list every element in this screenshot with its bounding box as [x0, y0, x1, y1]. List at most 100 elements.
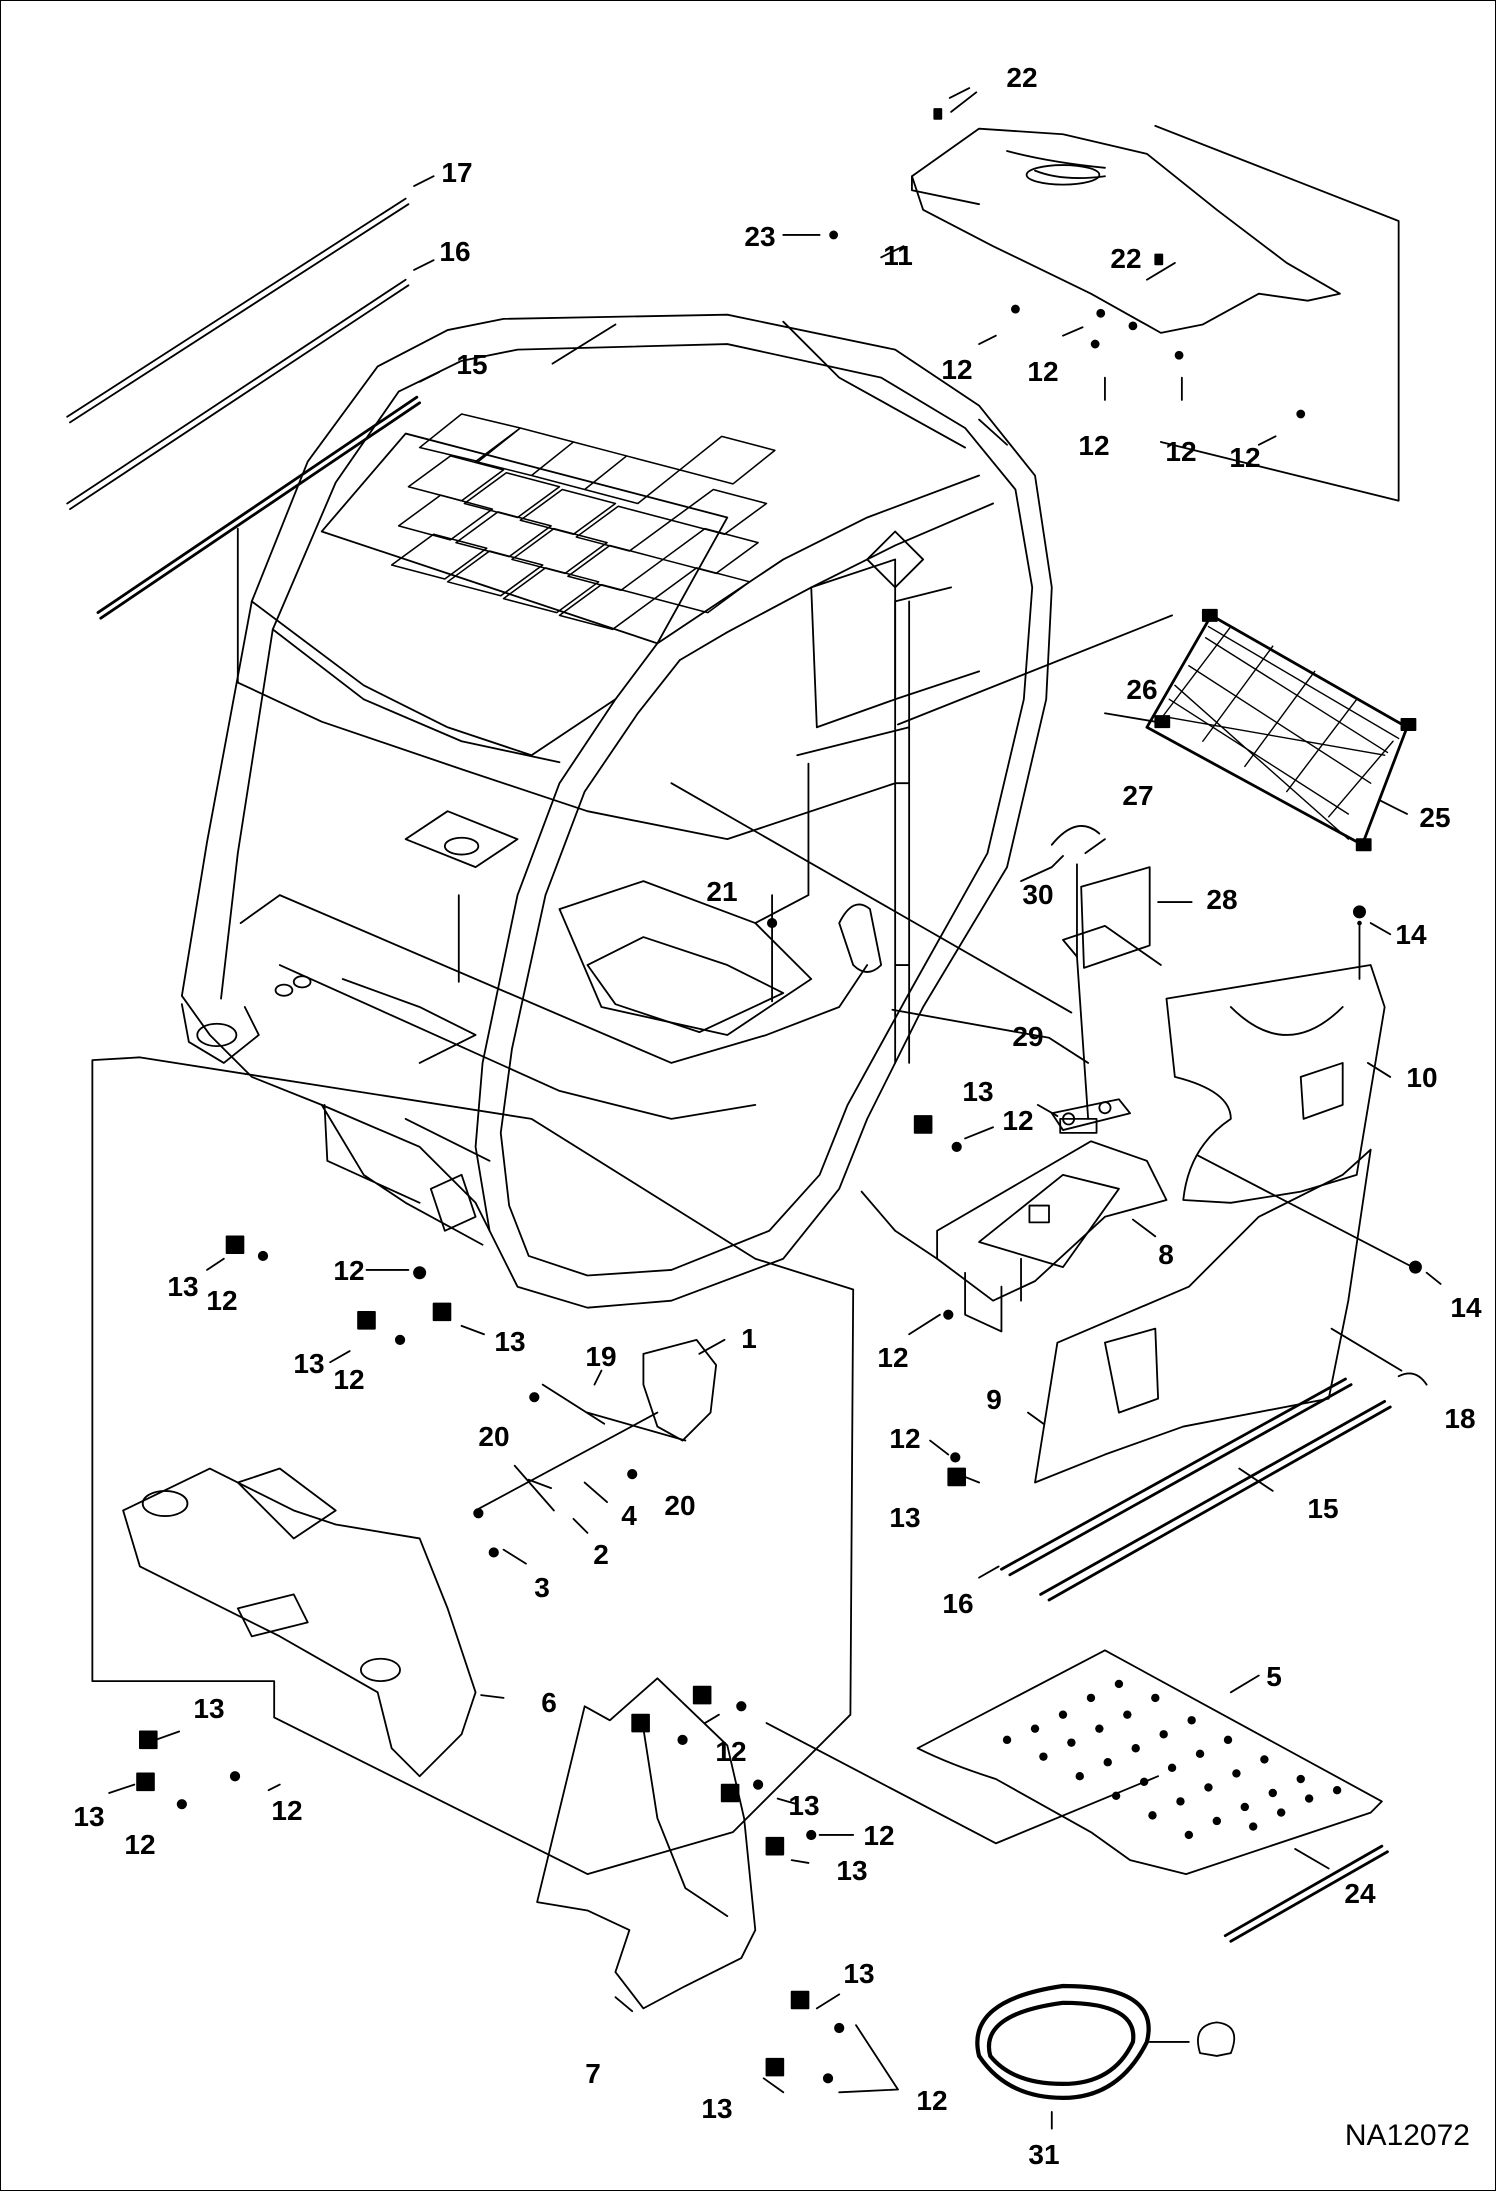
leader-9-18	[1027, 1327, 1428, 1425]
leader-5-24	[765, 1674, 1330, 1870]
console-8	[936, 1117, 1168, 1333]
callout-label-12: 12	[916, 2085, 948, 2116]
callout-label-31: 31	[1028, 2139, 1060, 2170]
cab-frame	[180, 313, 1053, 1309]
leader-7	[614, 1996, 634, 2013]
door-seal-31	[975, 1983, 1151, 2100]
callout-label-18: 18	[1444, 1403, 1476, 1434]
roof-panel-11	[911, 127, 1341, 334]
fasteners-right	[913, 920, 1422, 1487]
callout-label-12: 12	[1002, 1105, 1034, 1136]
leader-15-16	[978, 1467, 1274, 1579]
leader-lines-fasteners	[108, 1257, 899, 2094]
fasteners-left	[136, 1235, 845, 2084]
callout-label-20: 20	[664, 1490, 696, 1521]
rods-15-16-lower	[1000, 1377, 1392, 1602]
callout-label-12: 12	[877, 1342, 909, 1373]
leader-lines-roof	[782, 87, 1277, 446]
seal-24	[1223, 1844, 1389, 1943]
callout-label-10: 10	[1406, 1062, 1438, 1093]
switch-29	[1050, 1098, 1132, 1131]
floor-mat-5	[916, 1649, 1383, 1876]
callout-label-14: 14	[1450, 1292, 1482, 1323]
callout-label-12: 12	[941, 354, 973, 385]
callout-label-13: 13	[836, 1855, 868, 1886]
leader-29	[891, 1008, 1090, 1117]
callout-label-12: 12	[889, 1423, 921, 1454]
callout-label-28: 28	[1206, 884, 1238, 915]
side-panel-7	[536, 1677, 757, 2010]
callout-label-25: 25	[1419, 802, 1451, 833]
callout-label-13: 13	[193, 1693, 225, 1724]
callout-label-1: 1	[741, 1323, 757, 1354]
leader-25-26	[1104, 712, 1408, 815]
side-panel-9	[1034, 1148, 1372, 1484]
callout-label-11: 11	[883, 240, 913, 271]
leader-seat	[502, 1338, 726, 1565]
callout-label-26: 26	[1126, 674, 1158, 705]
callout-label-9: 9	[986, 1384, 1002, 1415]
callout-label-17: 17	[441, 157, 473, 188]
callout-label-23: 23	[744, 221, 776, 252]
callout-label-13: 13	[73, 1801, 105, 1832]
callout-label-5: 5	[1266, 1661, 1282, 1692]
leader-8	[860, 1190, 1157, 1336]
callout-label-7: 7	[585, 2058, 601, 2089]
panel-28	[1080, 866, 1151, 969]
callout-label-12: 12	[333, 1255, 365, 1286]
leader-21	[754, 762, 810, 1003]
callout-label-6: 6	[541, 1687, 557, 1718]
document-id: NA12072	[1344, 2119, 1470, 2152]
side-panel-10	[1165, 905, 1386, 1204]
rod-16	[66, 278, 410, 510]
leader-6	[480, 1694, 505, 1699]
callout-label-14: 14	[1395, 919, 1427, 950]
callout-label-27: 27	[1122, 780, 1154, 811]
callout-label-2: 2	[593, 1539, 609, 1570]
callout-label-20: 20	[478, 1421, 510, 1452]
bracket-27	[1050, 825, 1106, 855]
callout-label-12: 12	[333, 1364, 365, 1395]
roof-panel-bracket-line	[1154, 124, 1400, 502]
seal-profile-icon	[1197, 2021, 1236, 2057]
leader-27b	[1062, 924, 1162, 966]
callout-label-12: 12	[124, 1829, 156, 1860]
callout-label-13: 13	[701, 2093, 733, 2124]
callout-label-16: 16	[439, 236, 471, 267]
callout-label-12: 12	[1027, 356, 1059, 387]
seat-parts	[473, 1338, 718, 1558]
callout-label-13: 13	[494, 1326, 526, 1357]
callout-label-3: 3	[534, 1572, 550, 1603]
callout-label-12: 12	[206, 1285, 238, 1316]
callout-label-13: 13	[788, 1790, 820, 1821]
callout-label-12: 12	[1078, 430, 1110, 461]
callout-label-29: 29	[1012, 1021, 1044, 1052]
leader-lines-right	[929, 1126, 1442, 1484]
storage-net-25	[1145, 608, 1417, 852]
leader-lines-rods	[413, 175, 441, 383]
assembly-guide-lines	[91, 614, 1173, 1876]
leader-31	[1050, 2041, 1190, 2130]
rod-17	[66, 197, 410, 424]
callout-label-12: 12	[863, 1820, 895, 1851]
callout-label-4: 4	[621, 1500, 637, 1531]
callout-label-13: 13	[843, 1958, 875, 1989]
fasteners-roof	[829, 108, 1306, 419]
frame-guide-line	[236, 527, 897, 841]
callout-label-12: 12	[1165, 436, 1197, 467]
callout-label-22: 22	[1006, 62, 1038, 93]
callout-label-12: 12	[715, 1736, 747, 1767]
leader-10-14	[1366, 922, 1392, 1078]
callout-label-8: 8	[1158, 1239, 1174, 1270]
callout-label-12: 12	[271, 1795, 303, 1826]
callout-label-30: 30	[1022, 879, 1054, 910]
callout-label-19: 19	[585, 1341, 617, 1372]
bolt-21	[766, 917, 778, 929]
seat-base-6	[122, 1467, 477, 1778]
callout-label-15: 15	[456, 349, 488, 380]
callout-label-22: 22	[1110, 243, 1142, 274]
callout-label-16: 16	[942, 1588, 974, 1619]
callout-label-21: 21	[706, 876, 738, 907]
